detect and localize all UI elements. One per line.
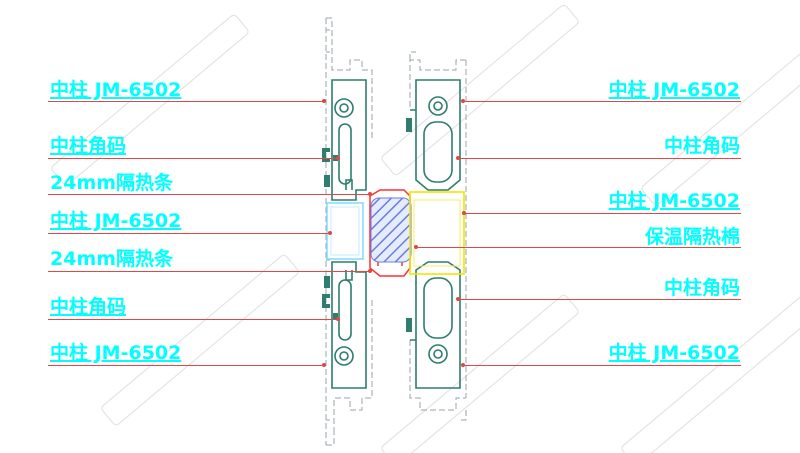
label-right-corner-key-2: 中柱角码 <box>663 277 740 299</box>
watermark-stamp-icon <box>51 14 249 186</box>
watermark-stamp-icon <box>621 294 800 453</box>
watermark-stamp-icon <box>101 254 299 426</box>
leader-line-right-2 <box>458 158 741 159</box>
label-left-thermal-strip-2: 24mm隔热条 <box>50 248 174 270</box>
insulation-wool-box <box>409 191 465 275</box>
leader-line-left-4 <box>48 233 330 234</box>
left-mullion-profile <box>331 79 367 389</box>
watermark-stamp-icon <box>641 34 800 206</box>
leader-line-left-7 <box>48 365 324 366</box>
label-right-mullion-2: 中柱 JM-6502 <box>608 190 740 212</box>
watermark-stamp-icon <box>381 294 579 453</box>
label-left-corner-key-1: 中柱角码 <box>50 135 127 157</box>
watermark-stamp-icon <box>381 4 579 176</box>
label-right-corner-key-1: 中柱角码 <box>663 135 740 157</box>
leader-line-right-4 <box>416 247 741 248</box>
dashed-outline-left <box>325 17 373 446</box>
leader-line-left-1 <box>48 101 324 102</box>
label-left-thermal-strip-1: 24mm隔热条 <box>50 172 174 194</box>
right-mullion-profile <box>410 79 461 389</box>
label-left-mullion-2: 中柱 JM-6502 <box>50 210 182 232</box>
leader-line-left-3 <box>48 194 370 195</box>
leader-line-left-2 <box>48 158 338 159</box>
leader-line-right-5 <box>458 299 741 300</box>
leader-line-right-1 <box>463 101 741 102</box>
dashed-outline-right <box>409 51 467 421</box>
label-right-insulation-wool: 保温隔热棉 <box>644 226 740 248</box>
label-left-mullion-1: 中柱 JM-6502 <box>50 79 182 101</box>
leader-line-right-6 <box>463 365 741 366</box>
label-right-mullion-1: 中柱 JM-6502 <box>608 79 740 101</box>
leader-line-left-6 <box>48 319 338 320</box>
hatched-insulation-block <box>370 197 412 263</box>
leader-line-left-5 <box>48 271 370 272</box>
label-right-mullion-3: 中柱 JM-6502 <box>608 342 740 364</box>
label-left-mullion-3: 中柱 JM-6502 <box>50 342 182 364</box>
left-glass-pane <box>326 202 364 260</box>
label-left-corner-key-2: 中柱角码 <box>50 296 127 318</box>
watermark-group <box>51 4 800 453</box>
right-gaskets <box>406 118 412 332</box>
leader-dots <box>322 99 466 367</box>
leader-line-right-3 <box>464 213 741 214</box>
